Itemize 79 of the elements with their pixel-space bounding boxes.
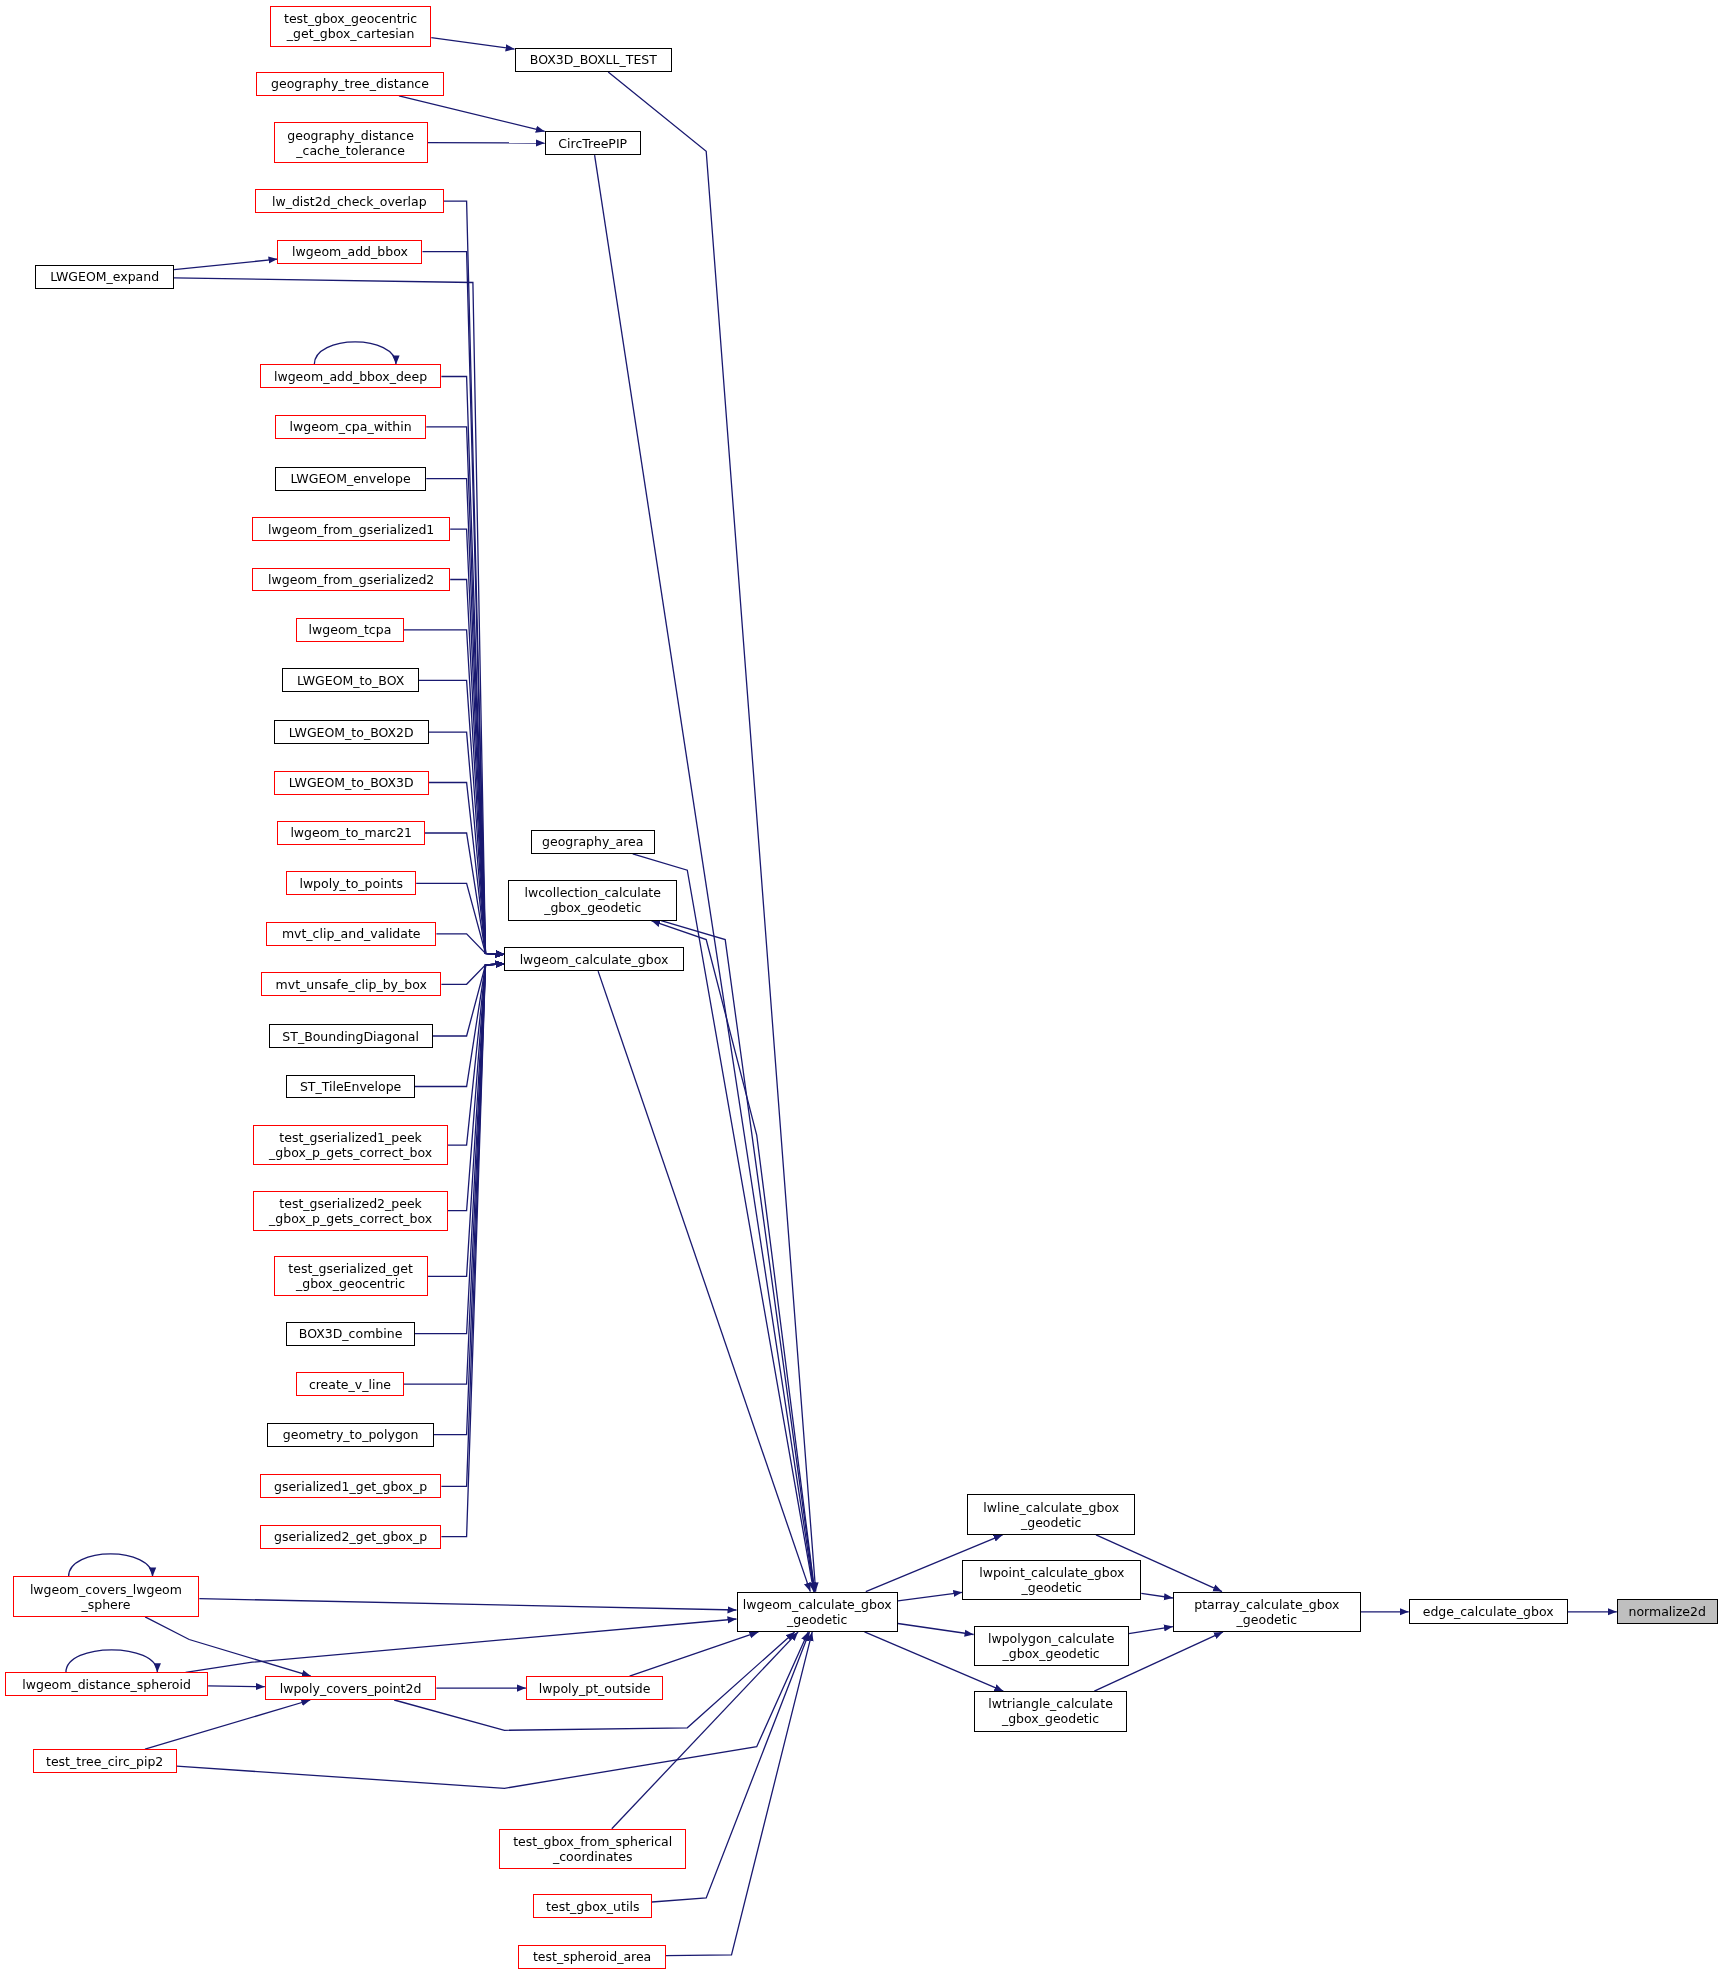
function-box: test_gbox_utils	[533, 1894, 652, 1919]
self-loop-arrow	[65, 1649, 159, 1673]
function-box: geography_area	[530, 829, 655, 854]
arrow	[897, 1622, 975, 1637]
function-box: lwgeom_from_gserialized2	[252, 567, 451, 592]
function-box: lw_dist2d_check_overlap	[254, 189, 444, 214]
arrow	[628, 1631, 760, 1677]
arrow	[897, 1589, 963, 1602]
arrow	[597, 970, 811, 1593]
function-box: lwcollection_calculate _gbox_geodetic	[508, 880, 678, 921]
function-box: test_gserialized1_peek _gbox_p_gets_correct_box	[253, 1124, 448, 1166]
function-box: lwpoly_pt_outside	[525, 1676, 664, 1700]
arrow	[435, 1684, 527, 1692]
function-box: lwline_calculate_gbox _geodetic	[967, 1494, 1135, 1535]
function-box: LWGEOM_envelope	[274, 466, 427, 491]
function-box: normalize2d	[1616, 1599, 1718, 1625]
arrow	[863, 1631, 1004, 1692]
function-box: lwgeom_tcpa	[296, 617, 404, 642]
arrow	[1128, 1624, 1174, 1635]
function-box: test_gserialized_get _gbox_geocentric	[273, 1256, 428, 1297]
function-box: lwpoly_covers_point2d	[264, 1676, 437, 1700]
function-box: gserialized1_get_gbox_p	[259, 1474, 442, 1499]
arrow	[665, 1631, 814, 1957]
function-box: lwgeom_add_bbox	[277, 239, 423, 264]
arrow	[426, 139, 546, 147]
function-box: LWGEOM_expand	[35, 264, 174, 289]
function-box: ST_TileEnvelope	[286, 1074, 415, 1099]
arrow	[198, 1597, 738, 1614]
function-box: lwpoly_to_points	[286, 871, 417, 896]
arrow	[651, 1631, 811, 1903]
function-box: test_tree_circ_pip2	[32, 1749, 177, 1774]
function-box: mvt_unsafe_clip_by_box	[261, 972, 442, 997]
function-box: test_gbox_geocentric _get_gbox_cartesian	[269, 6, 432, 47]
function-box: lwgeom_calculate_gbox	[504, 947, 684, 972]
function-box: LWGEOM_to_BOX3D	[273, 770, 429, 795]
arrow	[632, 853, 816, 1593]
function-box: lwgeom_covers_lwgeom _sphere	[12, 1576, 200, 1617]
function-box: geography_distance _cache_tolerance	[273, 122, 428, 163]
arrow	[207, 1682, 266, 1691]
function-box: CircTreePIP	[544, 131, 641, 156]
function-box: LWGEOM_to_BOX	[282, 668, 419, 693]
function-box: test_gserialized2_peek _gbox_p_gets_correct_box	[253, 1190, 448, 1231]
function-box: test_gbox_from_spherical _coordinates	[499, 1828, 687, 1869]
arrow	[144, 1616, 312, 1677]
function-box: lwtriangle_calculate _gbox_geodetic	[973, 1691, 1128, 1732]
function-box: gserialized2_get_gbox_p	[259, 1524, 442, 1549]
function-box: lwpolygon_calculate _gbox_geodetic	[973, 1625, 1129, 1666]
arrow	[435, 933, 506, 958]
function-box: edge_calculate_gbox	[1408, 1599, 1568, 1625]
function-box: lwgeom_distance_spheroid	[5, 1672, 209, 1697]
arrow	[144, 1699, 311, 1750]
arrow	[865, 1534, 1004, 1593]
function-box: mvt_clip_and_validate	[266, 921, 437, 946]
function-box: LWGEOM_to_BOX2D	[273, 720, 429, 745]
self-loop-arrow	[313, 341, 398, 366]
arrow	[1566, 1608, 1618, 1616]
function-box: ptarray_calculate_gbox _geodetic	[1172, 1591, 1361, 1632]
arrow	[430, 36, 516, 52]
function-box: lwpoint_calculate_gbox _geodetic	[962, 1560, 1142, 1601]
function-box: lwgeom_cpa_within	[274, 414, 427, 439]
arrow	[1140, 1592, 1174, 1601]
function-box: geometry_to_polygon	[267, 1422, 434, 1447]
arrow	[173, 256, 279, 271]
function-box: BOX3D_combine	[286, 1321, 415, 1346]
arrow	[398, 95, 546, 133]
self-loop-arrow	[67, 1553, 154, 1578]
function-box: lwgeom_from_gserialized1	[252, 517, 451, 541]
arrow	[393, 1631, 796, 1731]
function-box: ST_BoundingDiagonal	[268, 1024, 433, 1048]
function-box: geography_tree_distance	[256, 71, 444, 96]
function-box: test_spheroid_area	[518, 1944, 666, 1969]
function-box: lwgeom_calculate_gbox _geodetic	[736, 1591, 898, 1632]
arrow	[175, 1631, 809, 1789]
function-box: BOX3D_BOXLL_TEST	[514, 47, 673, 72]
function-box: create_v_line	[296, 1372, 404, 1397]
function-box: lwgeom_add_bbox_deep	[259, 364, 442, 389]
function-box: lwgeom_to_marc21	[277, 821, 425, 845]
arrow	[1360, 1608, 1410, 1616]
arrow	[611, 1631, 799, 1830]
